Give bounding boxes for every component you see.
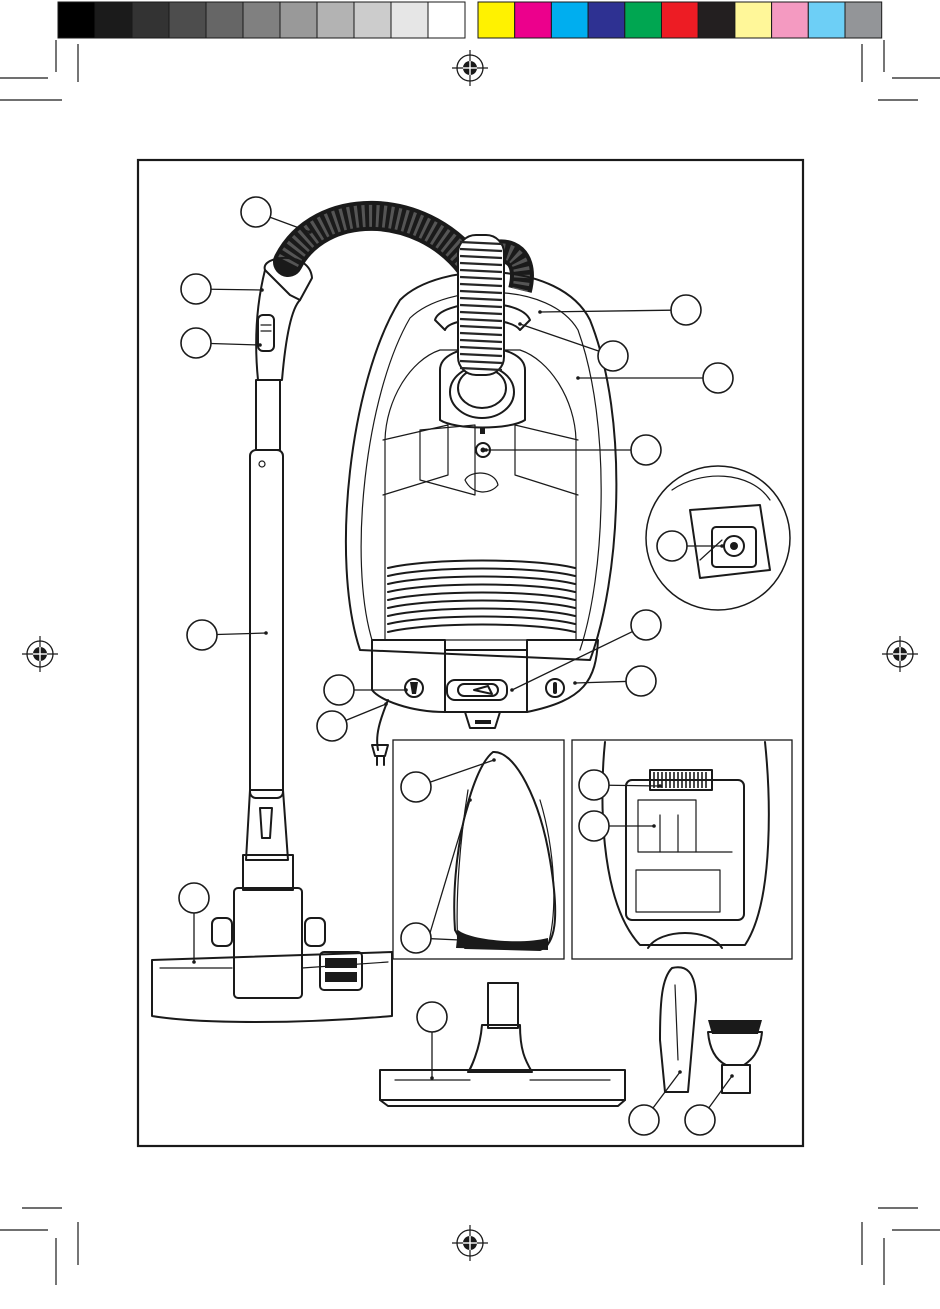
gray-swatch <box>58 2 95 38</box>
callout-anchor <box>678 1070 682 1074</box>
callout-anchor <box>430 1076 434 1080</box>
callout-anchor <box>264 631 268 635</box>
callout-anchor <box>510 688 514 692</box>
gray-swatch <box>132 2 169 38</box>
callout-marker <box>179 883 209 913</box>
callout-anchor <box>258 343 262 347</box>
callout-marker <box>629 1105 659 1135</box>
callout-marker <box>401 772 431 802</box>
callout-anchor <box>468 798 472 802</box>
callout-anchor <box>538 310 542 314</box>
open-lid-panel <box>572 740 792 959</box>
callout-marker <box>181 328 211 358</box>
callout-anchor <box>384 702 388 706</box>
callout-anchor <box>192 960 196 964</box>
color-swatch <box>625 2 662 38</box>
color-swatch <box>698 2 735 38</box>
callout-marker <box>579 811 609 841</box>
color-swatch <box>662 2 699 38</box>
callout-marker <box>579 770 609 800</box>
color-swatch <box>845 2 882 38</box>
color-swatch <box>588 2 625 38</box>
registration-mark <box>452 50 488 86</box>
callout-leader <box>609 785 660 786</box>
callout-marker <box>187 620 217 650</box>
gray-swatch <box>280 2 317 38</box>
callout-marker <box>626 666 656 696</box>
callout-marker <box>671 295 701 325</box>
gray-swatch <box>428 2 465 38</box>
registration-mark <box>452 1225 488 1261</box>
color-swatch <box>515 2 552 38</box>
gray-swatch <box>95 2 132 38</box>
gray-calibration-bar <box>58 2 465 38</box>
gray-swatch <box>354 2 391 38</box>
callout-anchor <box>730 1074 734 1078</box>
registration-mark <box>22 636 58 672</box>
color-swatch <box>808 2 845 38</box>
color-swatch <box>772 2 809 38</box>
callout-marker <box>703 363 733 393</box>
callout-anchor <box>652 824 656 828</box>
callout-marker <box>598 341 628 371</box>
callout-anchor <box>260 288 264 292</box>
gray-swatch <box>317 2 354 38</box>
callout-marker <box>401 923 431 953</box>
color-swatch <box>735 2 772 38</box>
callout-anchor <box>492 758 496 762</box>
color-swatch <box>551 2 588 38</box>
callout-anchor <box>518 322 522 326</box>
callout-marker <box>317 711 347 741</box>
callout-marker <box>657 531 687 561</box>
callout-anchor <box>576 376 580 380</box>
callout-anchor <box>404 688 408 692</box>
callout-anchor <box>658 784 662 788</box>
gray-swatch <box>391 2 428 38</box>
callout-marker <box>241 197 271 227</box>
callout-marker <box>685 1105 715 1135</box>
color-calibration-bar <box>478 2 882 38</box>
gray-swatch <box>169 2 206 38</box>
gray-swatch <box>243 2 280 38</box>
callout-anchor <box>458 938 462 942</box>
callout-marker <box>417 1002 447 1032</box>
callout-marker <box>181 274 211 304</box>
registration-mark <box>882 636 918 672</box>
gray-swatch <box>206 2 243 38</box>
callout-marker <box>631 610 661 640</box>
callout-leader <box>211 289 262 290</box>
callout-marker <box>631 435 661 465</box>
color-swatch <box>478 2 515 38</box>
callout-anchor <box>720 544 724 548</box>
callout-anchor <box>484 448 488 452</box>
callout-marker <box>324 675 354 705</box>
callout-anchor <box>308 230 312 234</box>
callout-anchor <box>573 681 577 685</box>
